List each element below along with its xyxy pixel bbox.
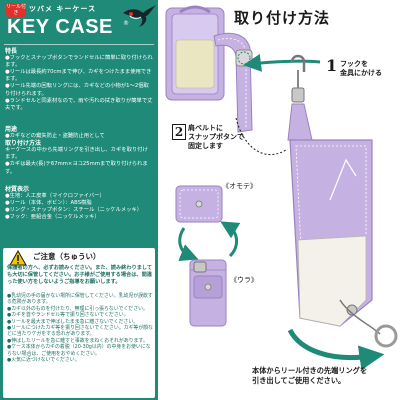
brand-name: KEY CASE bbox=[7, 16, 113, 38]
brand-header: リール付き ツバメ キーケース KEY CASE ® bbox=[3, 3, 156, 43]
pull-arrow-icon bbox=[287, 328, 385, 371]
step2-text-line: 固定します bbox=[188, 142, 223, 150]
caution-item: ●リールを最大まで伸ばしたまま急に離さないでください。 bbox=[7, 318, 139, 325]
usage-instruction-line: 引き出してご使用ください。 bbox=[252, 376, 346, 385]
swallow-logo-icon bbox=[123, 5, 156, 27]
caution-item: ●カギ以外のものを付けたり、無理に引っ張らないでください。 bbox=[7, 305, 148, 312]
material-item: ●フック：亜鉛合金（ニッケルメッキ） bbox=[5, 214, 100, 221]
material-item: ●生地：人工皮革（マイクロファイバー） bbox=[5, 193, 105, 200]
rotate-arrow-icon bbox=[178, 227, 199, 262]
feature-item: ●リールは最長約70cmまで伸び、カギをつけたまま使用できます。 bbox=[5, 69, 152, 83]
info-panel: リール付き ツバメ キーケース KEY CASE ® 特長 ●フックとスナップボ… bbox=[0, 0, 158, 400]
page-title: 取り付け方法 bbox=[234, 9, 331, 27]
caution-item: ●伸ばしたリールを急に離すと事故をまねくおそれがあります。 bbox=[7, 337, 148, 344]
caution-item: ●火気に近づけないでください。 bbox=[7, 357, 80, 364]
features-section: 特長 ●フックとスナップボタンでランドセルに簡単に取り付けられます。 ●リールは… bbox=[5, 48, 153, 112]
usage-section: 用途 ●カギなどの鍵失防止・盗難防止用として 取り付け方法 キーケースの中から先… bbox=[5, 126, 153, 176]
usage-instruction-line: 本体からリール付きの先端リングを bbox=[252, 366, 368, 375]
reel-badge: リール付き bbox=[6, 3, 27, 17]
materials-heading: 材質表示 bbox=[5, 186, 30, 193]
material-item: ●リール（本体、ボビン）：ABS樹脂 bbox=[5, 200, 92, 207]
feature-item: ●リール先端の回転リングには、カギなどの小物が1～2個取り付けられます。 bbox=[5, 83, 149, 97]
caution-list: ●乳幼児の手の届かない場所に保管してください。乳幼児が誤飲する危険があります。 … bbox=[7, 293, 153, 363]
feature-item: ●フックとスナップボタンでランドセルに簡単に取り付けられます。 bbox=[5, 55, 153, 69]
usage-item: ●カギは最大(長)テ67mm×ヨコ25mmまで取り付けられます。 bbox=[5, 161, 148, 175]
front-label: 《オモテ》 bbox=[222, 182, 257, 190]
step1-text-line: 金具にかける bbox=[340, 69, 382, 77]
caution-box: ご注意（ちゅうい） 保護者の方へ、必ずお読みください。また、読み終わりましても大… bbox=[3, 248, 155, 398]
materials-section: 材質表示 ●生地：人工皮革（マイクロファイバー） ●リール（本体、ボビン）：AB… bbox=[5, 186, 153, 221]
caution-intro: 保護者の方へ、必ずお読みください。また、読み終わりましても大切に保管してください… bbox=[7, 265, 153, 285]
features-heading: 特長 bbox=[5, 48, 18, 55]
back-view-case bbox=[189, 259, 227, 327]
step1-arrow-icon bbox=[243, 53, 321, 72]
caution-item: ●リールにつけたカギ等を振り回さないでください。カギ等が顔などに当たりケガをする… bbox=[7, 325, 153, 338]
usage-item: キーケースの中から先端リングを引き出し、カギを取り付けます。 bbox=[5, 147, 148, 161]
material-item: ●リング・スナップボタン：スチール（ニッケルメッキ） bbox=[5, 207, 143, 214]
caution-item: ●乳幼児の手の届かない場所に保管してください。乳幼児が誤飲する危険があります。 bbox=[7, 293, 153, 306]
divider bbox=[4, 44, 154, 45]
feature-item: ●ランドセルと同素材なので、雨や汚れの拭き取りが簡単で丈夫です。 bbox=[5, 97, 153, 111]
step2-text-line: スナップボタンで bbox=[188, 133, 244, 141]
randoseru-illustration bbox=[165, 5, 225, 101]
step1-text: フックを 金具にかける bbox=[340, 60, 382, 78]
warning-icon bbox=[9, 250, 27, 266]
usage-subheading: 取り付け方法 bbox=[5, 140, 42, 148]
usage-heading: 用途 bbox=[5, 126, 18, 133]
back-label: 《ウラ》 bbox=[230, 276, 258, 284]
rotate-arrow-icon bbox=[220, 221, 241, 258]
registered-mark: ® bbox=[123, 20, 129, 27]
step2-text: 肩ベルトに スナップボタンで 固定します bbox=[188, 124, 244, 151]
step1-text-line: フックを bbox=[340, 60, 368, 68]
key-case-illustration bbox=[287, 54, 398, 348]
caution-item: ●カギを首やランドセル等で振り回さないでください。 bbox=[7, 312, 129, 319]
caution-item: ●ケース本体からカギの着脱（20-30g以内）の中身をお使いにならない場合は、ご… bbox=[7, 344, 151, 357]
step2-text-line: 肩ベルトに bbox=[188, 124, 223, 132]
step2-number: 2 bbox=[172, 124, 186, 140]
usage-instruction: 本体からリール付きの先端リングを 引き出してご使用ください。 bbox=[252, 366, 397, 386]
usage-item: ●カギなどの鍵失防止・盗難防止用として bbox=[5, 133, 105, 140]
brand-subtitle: ツバメ キーケース bbox=[29, 5, 97, 13]
front-view-case bbox=[175, 185, 223, 223]
caution-title: ご注意（ちゅうい） bbox=[33, 252, 101, 261]
step1-number: 1 bbox=[326, 56, 338, 75]
